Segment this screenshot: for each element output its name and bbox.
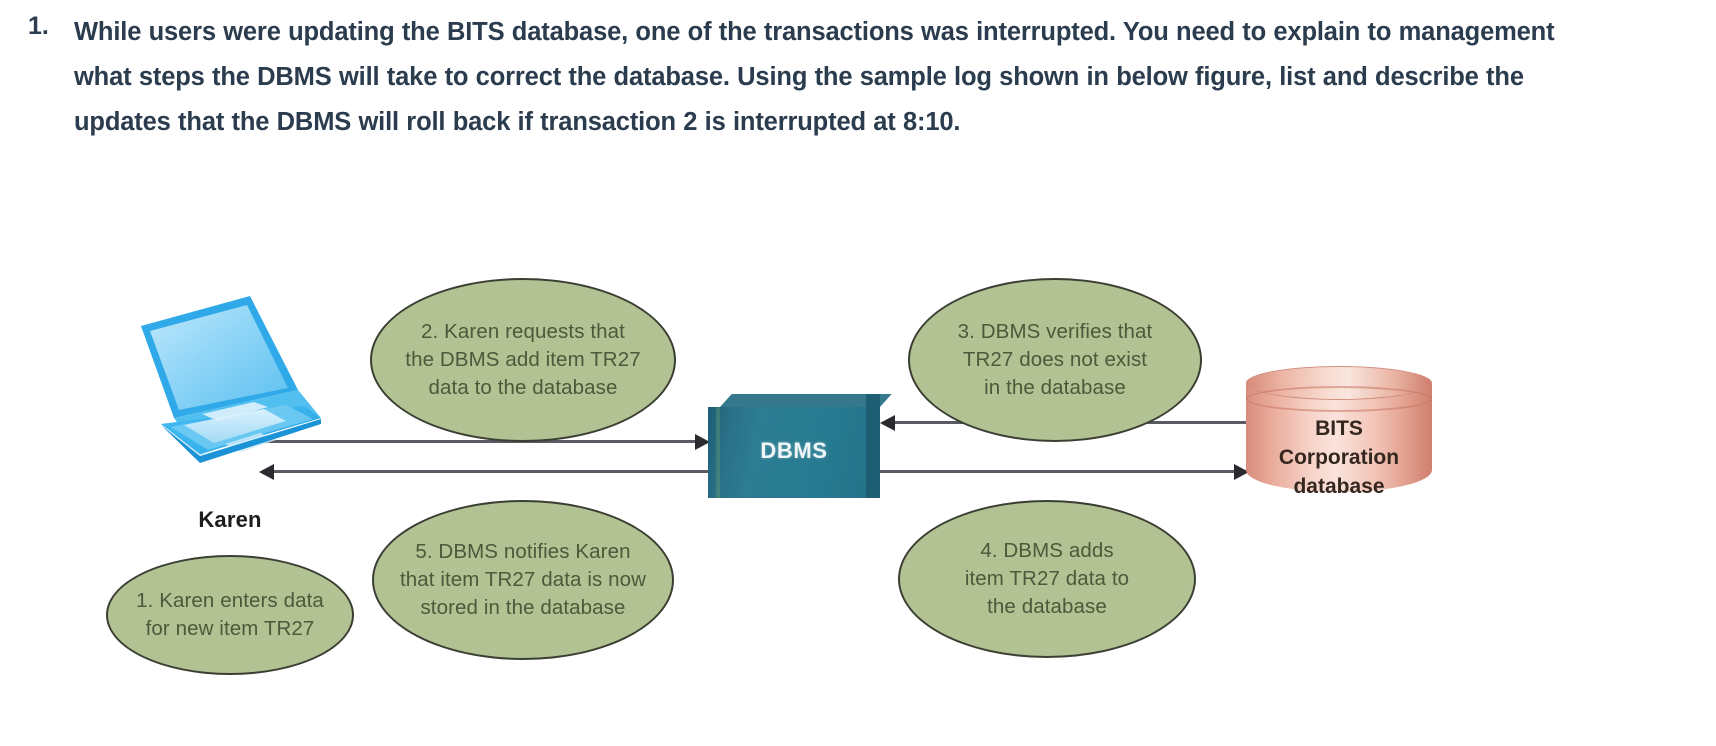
dbms-transaction-diagram: Karen 1. Karen enters data for new item … (0, 150, 1716, 746)
callout-step-3-text: 3. DBMS verifies that TR27 does not exis… (957, 320, 1153, 399)
callout-step-1: 1. Karen enters data for new item TR27 (106, 555, 354, 675)
callout-step-2: 2. Karen requests that the DBMS add item… (370, 278, 676, 442)
arrow-dbms-to-database-head (1234, 464, 1249, 480)
dbms-box: DBMS (708, 394, 892, 498)
callout-step-1-text: 1. Karen enters data for new item TR27 (136, 589, 324, 640)
callout-step-4-text: 4. DBMS adds item TR27 data to the datab… (964, 539, 1130, 618)
question-number: 1. (28, 12, 49, 40)
question-text: While users were updating the BITS datab… (74, 18, 1555, 136)
arrow-database-to-dbms-head (880, 415, 895, 431)
arrow-laptop-to-dbms-head (695, 434, 710, 450)
arrow-dbms-to-laptop (274, 470, 710, 473)
actor-label-karen: Karen (198, 507, 262, 532)
callout-step-4: 4. DBMS adds item TR27 data to the datab… (898, 500, 1196, 658)
callout-step-3: 3. DBMS verifies that TR27 does not exis… (908, 278, 1202, 442)
database-label: BITS Corporation database (1278, 417, 1400, 498)
question-block: 1. While users were updating the BITS da… (0, 0, 1716, 150)
callout-step-5-text: 5. DBMS notifies Karen that item TR27 da… (399, 540, 647, 619)
dbms-box-front-face (708, 407, 866, 498)
arrow-laptop-to-dbms (260, 440, 700, 443)
laptop-icon (108, 278, 340, 484)
dbms-box-side-face (866, 394, 880, 498)
dbms-box-label: DBMS (760, 438, 828, 463)
database-cylinder: BITS Corporation database (1246, 366, 1432, 502)
arrow-dbms-to-laptop-head (259, 464, 274, 480)
arrow-dbms-to-database (866, 470, 1248, 473)
database-cylinder-rim (1246, 386, 1432, 412)
callout-step-5: 5. DBMS notifies Karen that item TR27 da… (372, 500, 674, 660)
callout-step-2-text: 2. Karen requests that the DBMS add item… (405, 320, 641, 399)
